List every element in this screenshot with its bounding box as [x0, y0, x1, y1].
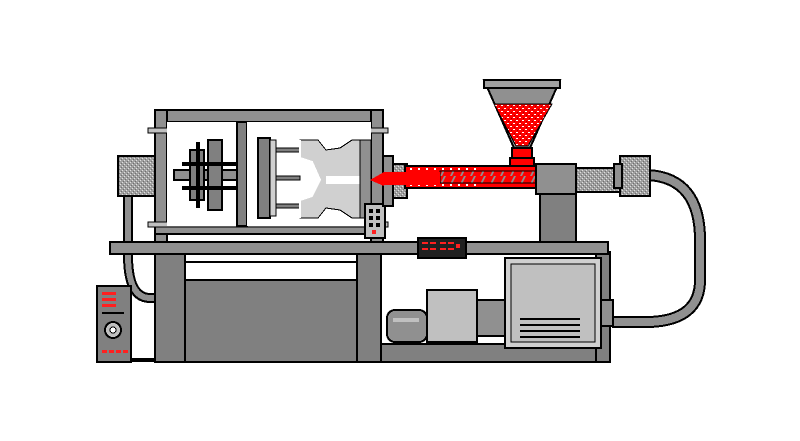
oil-tank — [426, 289, 506, 343]
electric-motor — [504, 257, 614, 349]
hydraulic-hose-left — [123, 196, 155, 303]
screw — [439, 170, 537, 184]
melt-flow — [370, 172, 440, 186]
hopper — [482, 79, 562, 167]
control-box — [96, 285, 132, 363]
machine-base — [154, 251, 611, 363]
toggle-mechanism — [167, 122, 245, 226]
feed-throat-housing — [535, 163, 623, 195]
keypad-panel — [364, 203, 386, 239]
hydraulic-hose-right — [612, 169, 706, 328]
pump — [386, 309, 428, 343]
injection-cylinder — [613, 155, 651, 197]
digital-display — [417, 237, 467, 259]
machine-bed — [109, 241, 609, 255]
mold — [247, 122, 372, 226]
moving-platen — [236, 121, 248, 227]
